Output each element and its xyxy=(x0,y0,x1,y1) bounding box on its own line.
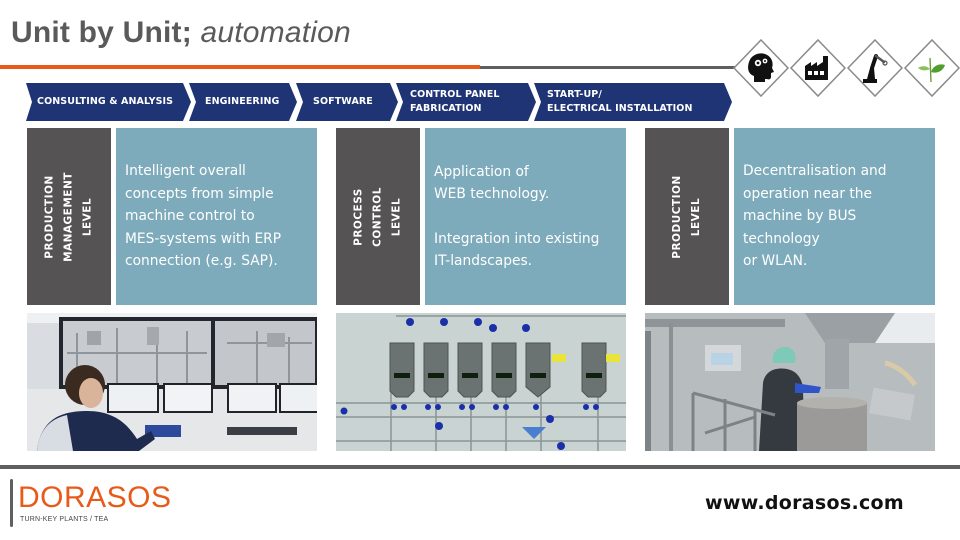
level-side-label: PRODUCTION MANAGEMENT LEVEL xyxy=(43,171,94,262)
logo-bar xyxy=(10,479,13,527)
chevron-shape xyxy=(296,83,398,121)
process-step-label: CONTROL PANEL FABRICATION xyxy=(410,89,500,114)
process-step-label: CONSULTING & ANALYSIS xyxy=(37,96,174,107)
process-step-control-panel: CONTROL PANEL FABRICATION xyxy=(396,83,536,121)
level-side-panel: PROCESS CONTROL LEVEL xyxy=(336,128,420,305)
title-bold: Unit by Unit; xyxy=(11,16,192,49)
footer-divider xyxy=(0,465,960,469)
level-card-production: PRODUCTION LEVEL Decentralisation and op… xyxy=(645,128,935,305)
process-step-software: SOFTWARE xyxy=(296,83,398,121)
level-card-process-control: PROCESS CONTROL LEVEL Application of WEB… xyxy=(336,128,626,305)
process-step-label: ENGINEERING xyxy=(205,96,280,107)
chevron-shape xyxy=(189,83,297,121)
level-description: Decentralisation and operation near the … xyxy=(734,128,935,305)
chevron-shape xyxy=(534,83,732,121)
control-room-operator-photo xyxy=(27,313,317,451)
title-underline-orange xyxy=(0,65,480,69)
level-side-panel: PRODUCTION LEVEL xyxy=(645,128,729,305)
company-tagline: TURN-KEY PLANTS / TEA xyxy=(20,516,109,523)
level-side-label: PROCESS CONTROL LEVEL xyxy=(352,186,403,247)
process-step-label: SOFTWARE xyxy=(313,96,373,107)
tea-leaf-icon xyxy=(903,38,960,98)
website-link[interactable]: www.dorasos.com xyxy=(705,492,905,514)
head-gears-icon xyxy=(732,38,790,98)
process-step-consulting: CONSULTING & ANALYSIS xyxy=(26,83,191,121)
company-logo: DORASOS xyxy=(18,481,172,514)
level-description: Intelligent overall concepts from simple… xyxy=(116,128,317,305)
robot-arm-icon xyxy=(846,38,904,98)
factory-icon xyxy=(789,38,847,98)
level-card-production-management: PRODUCTION MANAGEMENT LEVEL Intelligent … xyxy=(27,128,317,305)
page-title: Unit by Unit; automation xyxy=(11,16,351,50)
icon-strip xyxy=(732,38,960,100)
level-description-text: Integration into existing IT-landscapes. xyxy=(434,230,600,270)
process-step-startup: START-UP/ ELECTRICAL INSTALLATION xyxy=(534,83,732,121)
level-description: Application of WEB technology. Integrati… xyxy=(425,128,626,305)
chevron-shape xyxy=(396,83,536,121)
title-italic: automation xyxy=(200,16,351,49)
chevron-shape xyxy=(26,83,191,121)
level-side-label: PRODUCTION LEVEL xyxy=(671,174,702,259)
process-step-engineering: ENGINEERING xyxy=(189,83,297,121)
level-description-text: Application of WEB technology. xyxy=(434,163,550,203)
level-description-text: Decentralisation and operation near the … xyxy=(743,163,887,270)
level-side-panel: PRODUCTION MANAGEMENT LEVEL xyxy=(27,128,111,305)
title-underline-gray xyxy=(480,66,740,69)
level-description-text: Intelligent overall concepts from simple… xyxy=(125,163,282,270)
process-step-label: START-UP/ ELECTRICAL INSTALLATION xyxy=(547,89,693,114)
scada-silo-diagram-photo xyxy=(336,313,626,451)
plant-worker-photo xyxy=(645,313,935,451)
